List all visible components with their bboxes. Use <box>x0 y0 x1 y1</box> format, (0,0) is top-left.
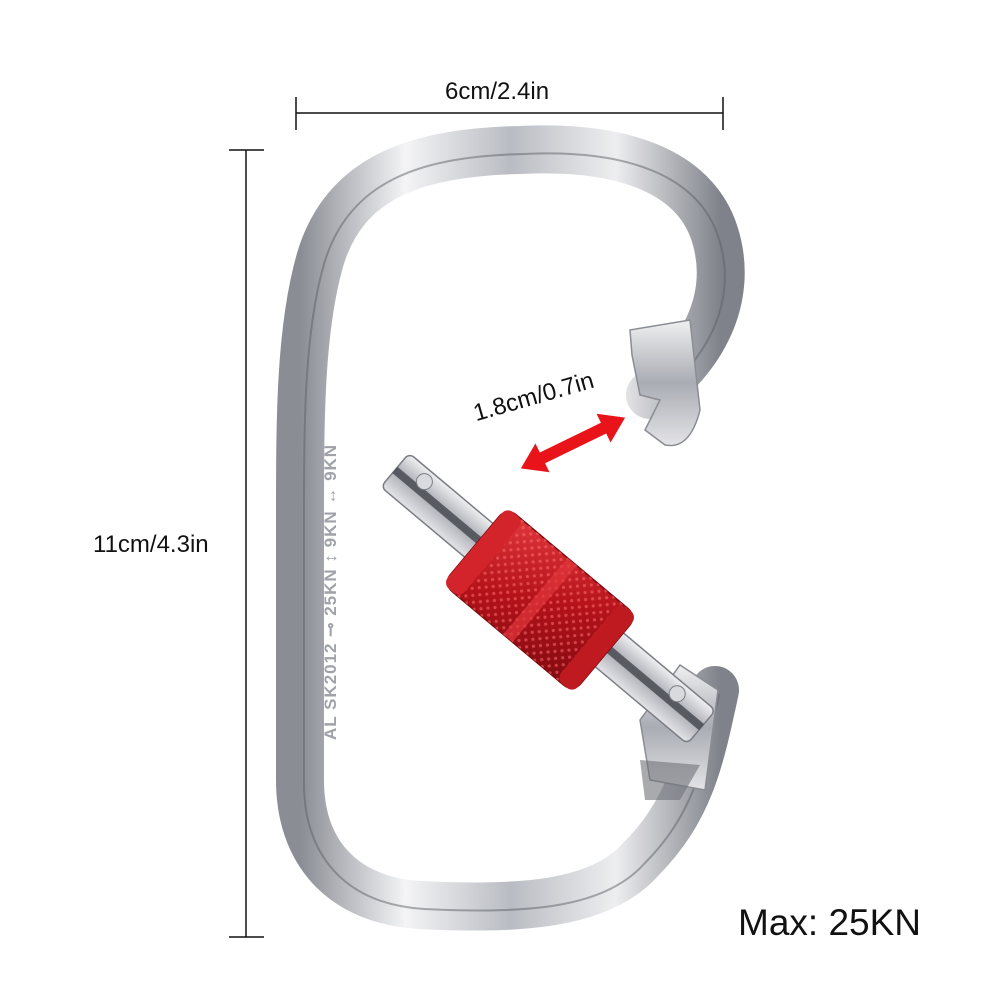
spine-engraving: AL SK2012 ⊸ 25KN ↕ 9KN ↔ 9KN <box>321 444 340 740</box>
gate-rivet-bottom <box>668 685 686 703</box>
height-dimension-line <box>229 149 264 938</box>
gate-rivet-top <box>415 473 433 491</box>
width-dimension-line <box>295 97 724 130</box>
screw-lock-sleeve[interactable] <box>443 507 638 693</box>
height-label: 11cm/4.3in <box>93 531 209 558</box>
max-load-label: Max: 25KN <box>738 902 922 943</box>
gate-opening-arrow <box>520 413 626 473</box>
width-label: 6cm/2.4in <box>445 78 550 105</box>
